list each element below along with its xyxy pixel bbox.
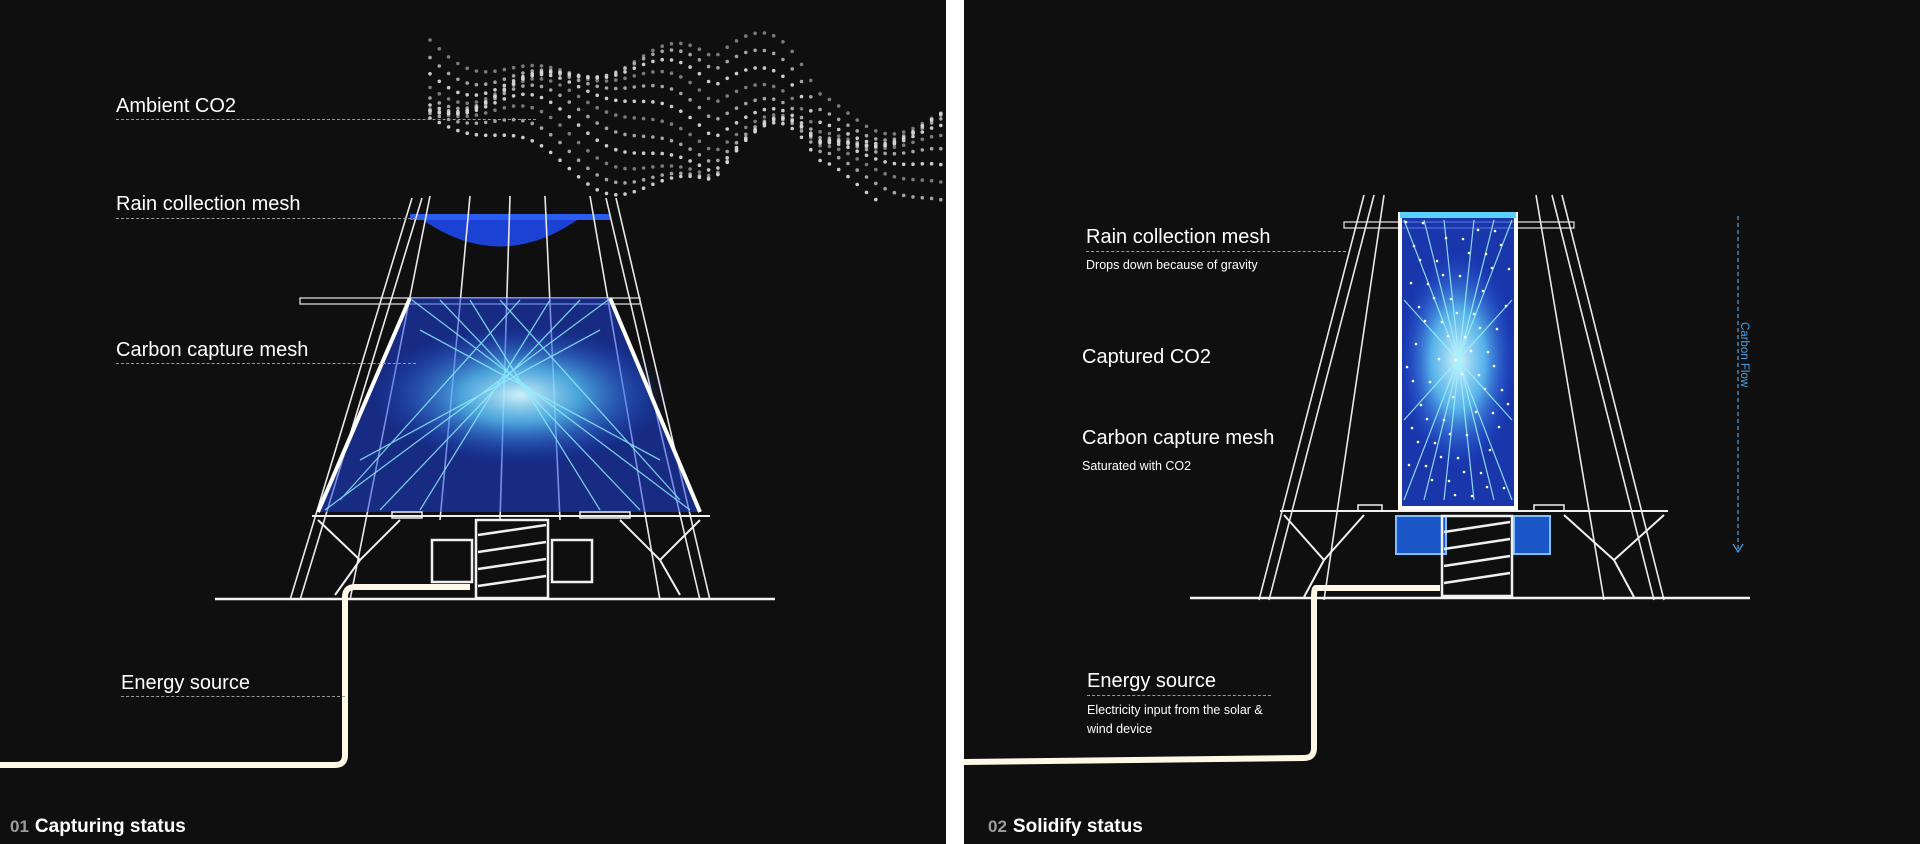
carbon-flow-label: Carbon Flow xyxy=(1738,322,1750,388)
rain-collection-mesh-label: Rain collection mesh xyxy=(1086,226,1271,248)
tower-base xyxy=(1280,504,1668,598)
tower-base xyxy=(312,511,710,600)
carbon-flow-arrow xyxy=(1732,216,1744,554)
captured-co2-label: Captured CO2 xyxy=(1082,346,1211,368)
rain-mesh-note: Drops down because of gravity xyxy=(1086,258,1258,272)
ambient-co2-label: Ambient CO2 xyxy=(116,95,237,117)
solidify-status-title: 02 Solidify status xyxy=(988,816,1143,838)
captured-co2-column xyxy=(1398,212,1518,510)
energy-source-label: Energy source xyxy=(1087,670,1216,692)
panel-capturing-status: Ambient CO2 Rain collection mesh Carbon … xyxy=(0,0,946,844)
energy-source-label: Energy source xyxy=(121,672,250,694)
energy-leader xyxy=(121,696,345,697)
rain-mesh-leader xyxy=(1086,251,1346,252)
solidify-tower-illustration xyxy=(964,194,1750,765)
rain-mesh-leader xyxy=(116,218,416,219)
status-number: 01 xyxy=(10,817,29,836)
capturing-tower-illustration xyxy=(0,31,943,768)
rain-collection-mesh-label: Rain collection mesh xyxy=(116,193,301,215)
carbon-capture-mesh-label: Carbon capture mesh xyxy=(116,339,309,361)
energy-note: Electricity input from the solar & wind … xyxy=(1087,703,1263,736)
energy-leader xyxy=(1087,695,1271,696)
ambient-co2-leader xyxy=(116,119,536,120)
panel-solidify-status: Rain collection mesh Drops down because … xyxy=(964,0,1920,844)
capturing-status-title: 01 Capturing status xyxy=(10,816,186,838)
energy-pipe xyxy=(964,585,1440,765)
carbon-mesh-note: Saturated with CO2 xyxy=(1082,459,1192,473)
tower-frame xyxy=(1258,194,1665,601)
carbon-capture-mesh-label: Carbon capture mesh xyxy=(1082,427,1275,449)
status-title: Capturing status xyxy=(34,816,186,837)
carbon-capture-mesh xyxy=(316,297,702,513)
ambient-co2-particle-cloud xyxy=(428,31,943,202)
carbon-mesh-leader xyxy=(116,363,416,364)
status-number: 02 xyxy=(988,817,1007,836)
energy-pipe xyxy=(0,584,470,768)
status-title: Solidify status xyxy=(1012,816,1143,837)
